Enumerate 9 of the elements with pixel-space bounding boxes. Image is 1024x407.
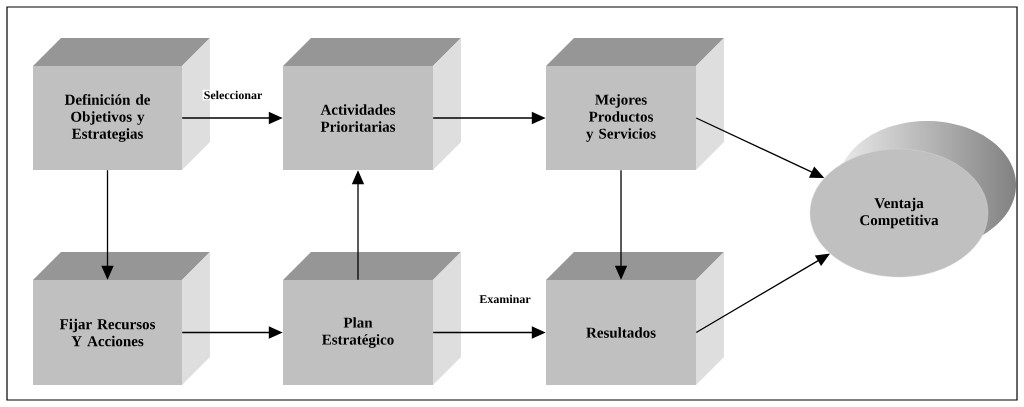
arrow — [695, 253, 830, 334]
cube-box: Resultados — [546, 252, 724, 385]
cube-box: Mejores Productos y Servicios — [546, 38, 724, 170]
edge-label: Examinar — [478, 293, 532, 305]
cube-box: Plan Estratégico — [283, 252, 461, 385]
cube-box: Fijar Recursos Y Acciones — [33, 252, 210, 385]
cube-box: Actividades Prioritarias — [283, 38, 461, 170]
edge-label: Seleccionar — [202, 89, 264, 101]
cylinder-oval: Ventaja Competitiva — [809, 148, 989, 278]
